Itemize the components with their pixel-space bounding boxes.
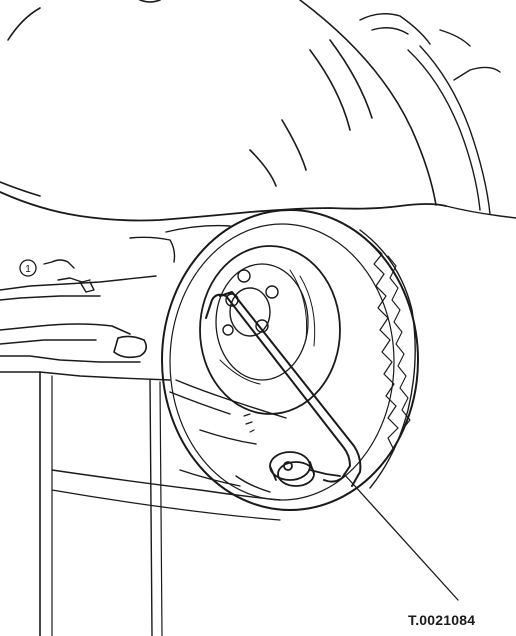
wheel-brace-tool [206,292,360,486]
callout-marker [20,260,36,276]
reference-code: T.0021084 [408,612,476,628]
wheel-bolts [223,270,278,335]
callout-number: 1 [25,264,31,275]
spare-tyre [162,210,418,510]
boot-structure [0,226,280,636]
leader-line [344,474,458,600]
socket [270,452,340,486]
wheel-rim [200,246,340,414]
body-side [360,14,516,218]
fender [0,0,446,221]
wheel-carrier [170,380,286,492]
